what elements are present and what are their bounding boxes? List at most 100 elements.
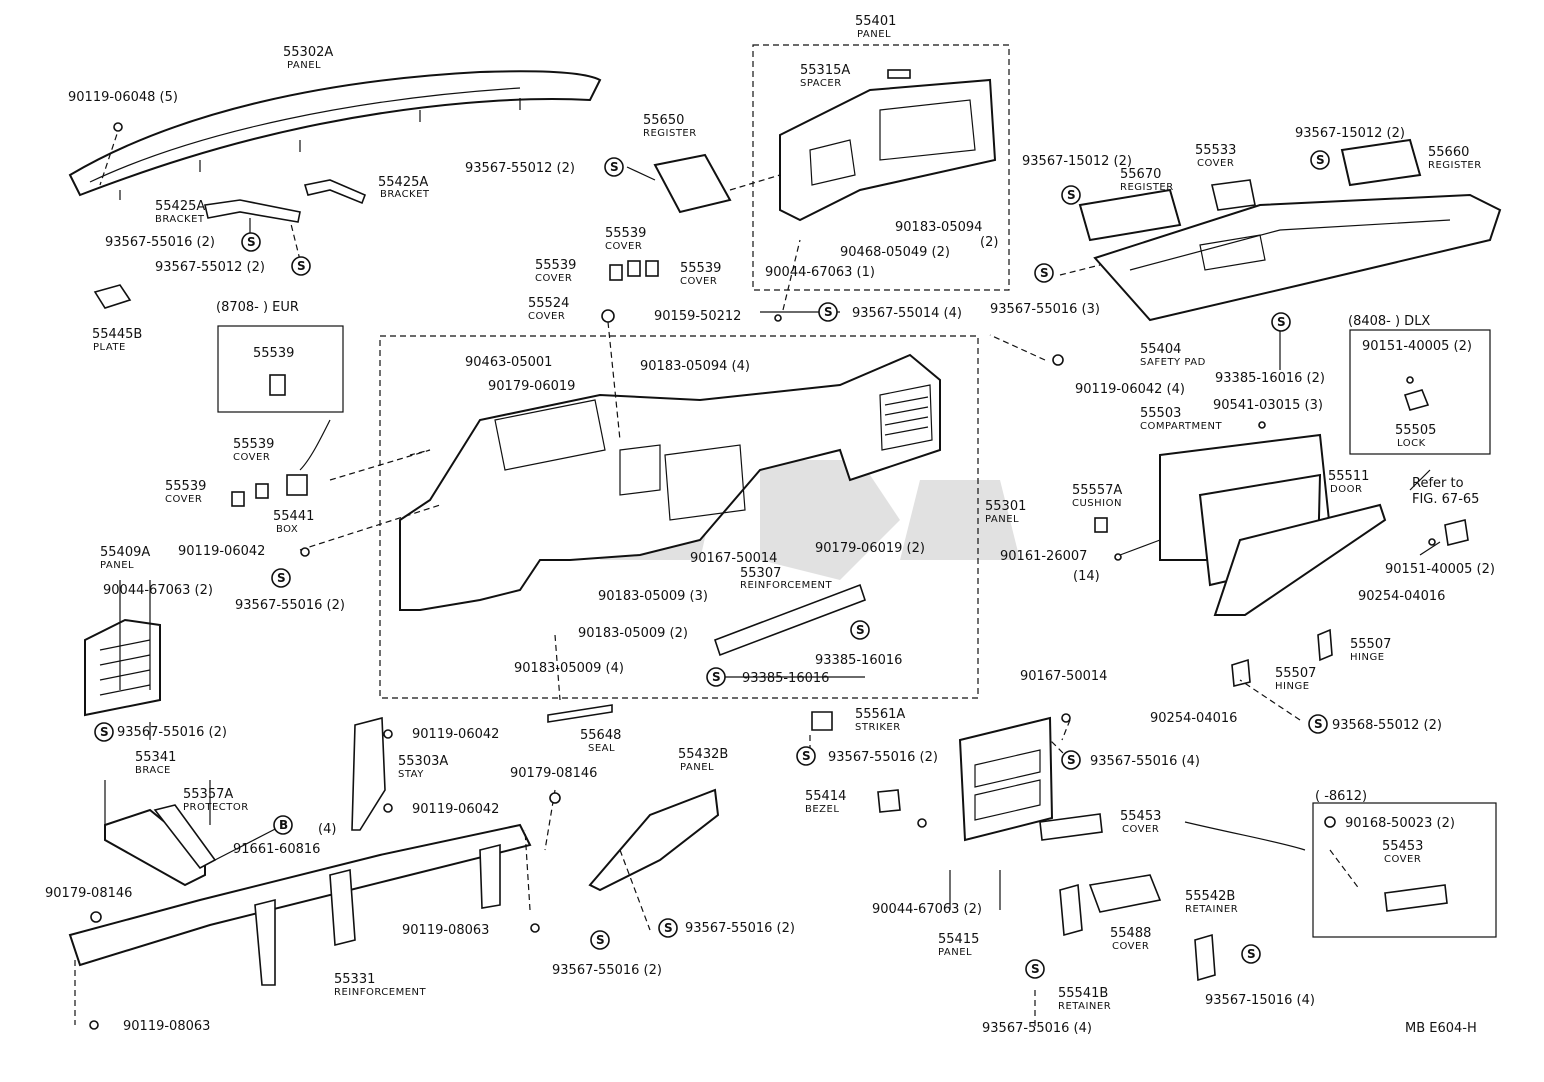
- label-55341-pn: 55341: [135, 750, 176, 765]
- label-55302a-name: PANEL: [287, 60, 321, 71]
- leader-lines: [74, 124, 1441, 1030]
- svg-text:S: S: [610, 160, 619, 174]
- label-90179-08146-a: 90179-08146: [45, 886, 132, 901]
- label-55524-name: COVER: [528, 311, 565, 322]
- label-90119-06042-c: 90119-06042: [412, 727, 499, 742]
- eur-inset-box: [217, 325, 344, 413]
- label-90541-03015: 90541-03015 (3): [1213, 398, 1323, 413]
- svg-text:S: S: [856, 623, 865, 637]
- part-55425a-bracket-right: [303, 179, 367, 205]
- label-55441-pn: 55441: [273, 509, 314, 524]
- part-55401-panel: [779, 78, 997, 222]
- part-55425a-bracket-left: [204, 199, 301, 223]
- label-90179-08146-b: 90179-08146: [510, 766, 597, 781]
- part-55453-cover-early: [1384, 884, 1448, 912]
- label-55425a-2-name: BRACKET: [380, 189, 430, 200]
- svg-text:S: S: [1277, 315, 1286, 329]
- label-55331-name: REINFORCEMENT: [334, 987, 426, 998]
- svg-text:S: S: [664, 921, 673, 935]
- label-55670-name: REGISTER: [1120, 182, 1174, 193]
- label-90183-05094-b: 90183-05094 (4): [640, 359, 750, 374]
- label-55415-pn: 55415: [938, 932, 979, 947]
- part-55505-lock: [1403, 389, 1430, 411]
- label-90183-05009-a: 90183-05009 (3): [598, 589, 708, 604]
- label-55511-name: DOOR: [1330, 484, 1362, 495]
- label-55533-pn: 55533: [1195, 143, 1236, 158]
- label-55561a-name: STRIKER: [855, 722, 901, 733]
- svg-text:S: S: [100, 725, 109, 739]
- label-55524-pn: 55524: [528, 296, 569, 311]
- label-55432b-pn: 55432B: [678, 747, 728, 762]
- label-93567-55016-a: 93567-55016 (2): [105, 235, 215, 250]
- label-55539-c-name: COVER: [165, 494, 202, 505]
- part-55660-register: [1340, 138, 1422, 187]
- label-93385-16016-b: 93385-16016: [742, 671, 829, 686]
- label-90179-06019-b: 90179-06019 (2): [815, 541, 925, 556]
- label-93567-15016: 93567-15016 (4): [1205, 993, 1315, 1008]
- part-55453-cover: [1039, 813, 1103, 841]
- part-55414-bezel: [877, 789, 901, 813]
- label-55557a-name: CUSHION: [1072, 498, 1122, 509]
- svg-text:B: B: [279, 818, 288, 832]
- label-55414-name: BEZEL: [805, 804, 839, 815]
- label-refer-2: FIG. 67-65: [1412, 492, 1479, 507]
- label-55453-early-pn: 55453: [1382, 839, 1423, 854]
- part-55488-cover: [1088, 874, 1162, 913]
- label-90183-05094-a: 90183-05094: [895, 220, 982, 235]
- part-55539-eur-cover: [269, 374, 286, 396]
- label-55488-name: COVER: [1112, 941, 1149, 952]
- label-90463-05001: 90463-05001: [465, 355, 552, 370]
- label-55303a-pn: 55303A: [398, 754, 448, 769]
- label-diagram-code: MB E604-H: [1405, 1021, 1477, 1036]
- label-55441-name: BOX: [276, 524, 298, 535]
- part-55539-cover-a: [231, 491, 245, 507]
- part-55648-seal: [547, 704, 613, 723]
- label-55301-name: PANEL: [985, 514, 1019, 525]
- label-55425a-pn: 55425A: [155, 199, 205, 214]
- label-90151-40005-b: 90151-40005 (2): [1385, 562, 1495, 577]
- svg-text:S: S: [596, 933, 605, 947]
- label-refer-1: Refer to: [1412, 476, 1464, 491]
- label-55660-name: REGISTER: [1428, 160, 1482, 171]
- label-55511-pn: 55511: [1328, 469, 1369, 484]
- part-55315a-spacer: [887, 69, 911, 79]
- label-93567-15012-a: 93567-15012 (2): [1295, 126, 1405, 141]
- label-55415-name: PANEL: [938, 947, 972, 958]
- label-90119-06042-a: 90119-06042: [178, 544, 265, 559]
- label-55315a-name: SPACER: [800, 78, 842, 89]
- label-55539-b-pn: 55539: [233, 437, 274, 452]
- label-55539-d-name: COVER: [605, 241, 642, 252]
- label-93567-55012-b: 93567-55012 (2): [465, 161, 575, 176]
- label-55503-pn: 55503: [1140, 406, 1181, 421]
- label-55445b-pn: 55445B: [92, 327, 142, 342]
- label-90161-26007: 90161-26007: [1000, 549, 1087, 564]
- label-55409a-name: PANEL: [100, 560, 134, 571]
- label-93385-16016-c: 93385-16016 (2): [1215, 371, 1325, 386]
- label-90119-08063-a: 90119-08063: [123, 1019, 210, 1034]
- label-55357a-pn: 55357A: [183, 787, 233, 802]
- part-55541b-retainer: [1059, 883, 1083, 937]
- label-paren-4: (4): [318, 822, 336, 837]
- label-55301-pn: 55301: [985, 499, 1026, 514]
- label-55503-name: COMPARTMENT: [1140, 421, 1222, 432]
- svg-text:S: S: [1247, 947, 1256, 961]
- dlx-inset-box: [1349, 329, 1491, 455]
- label-93568-55012: 93568-55012 (2): [1332, 718, 1442, 733]
- part-55507-hinge-left: [1231, 658, 1251, 688]
- early-inset-box: [1312, 802, 1497, 938]
- part-labels: 55302A PANEL 90119-06048 (5) 55425A BRAC…: [45, 14, 1495, 1036]
- part-55524-cover: [601, 309, 615, 323]
- label-paren-2: (2): [980, 235, 998, 250]
- label-90254-04016-a: 90254-04016: [1358, 589, 1445, 604]
- label-90468-05049: 90468-05049 (2): [840, 245, 950, 260]
- label-55401-pn: 55401: [855, 14, 896, 29]
- label-55432b-name: PANEL: [680, 762, 714, 773]
- part-55533-cover: [1211, 179, 1256, 211]
- label-55539-f-name: COVER: [680, 276, 717, 287]
- part-55539-cover-c: [609, 264, 623, 281]
- label-early-box: ( -8612): [1315, 789, 1367, 804]
- early-arrow: [1184, 821, 1306, 851]
- part-55409a-panel: [84, 618, 161, 717]
- label-55409a-pn: 55409A: [100, 545, 150, 560]
